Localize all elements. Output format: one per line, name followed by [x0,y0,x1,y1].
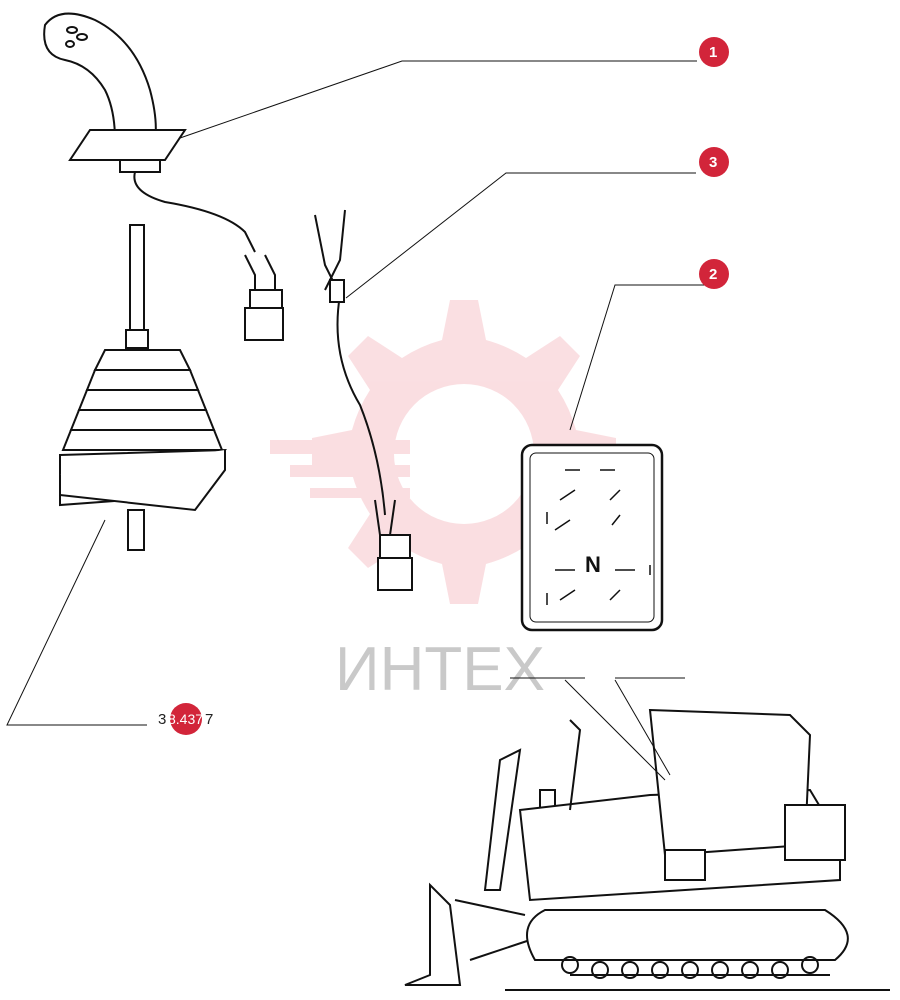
joystick-base [59,224,227,551]
watermark-text: ИНТЕХ [335,635,545,704]
callout-3: 3 [699,147,729,177]
callout-3-label: 3 [709,154,717,171]
direction-decal: N [520,443,664,632]
reference-suffix: 7 [205,711,213,728]
reference-number: 8.437 [168,711,203,727]
reference-callout: 3 8.437 7 [158,703,213,735]
reference-prefix: 3 [158,711,166,728]
leader-lines [6,60,705,781]
callout-2: 2 [699,259,729,289]
joystick-handle [43,12,284,341]
decal-neutral-label: N [585,552,601,577]
cable-harness [314,209,413,591]
callout-1: 1 [699,37,729,67]
callout-1-label: 1 [709,44,717,61]
callout-2-label: 2 [709,266,717,283]
bulldozer [404,708,890,991]
